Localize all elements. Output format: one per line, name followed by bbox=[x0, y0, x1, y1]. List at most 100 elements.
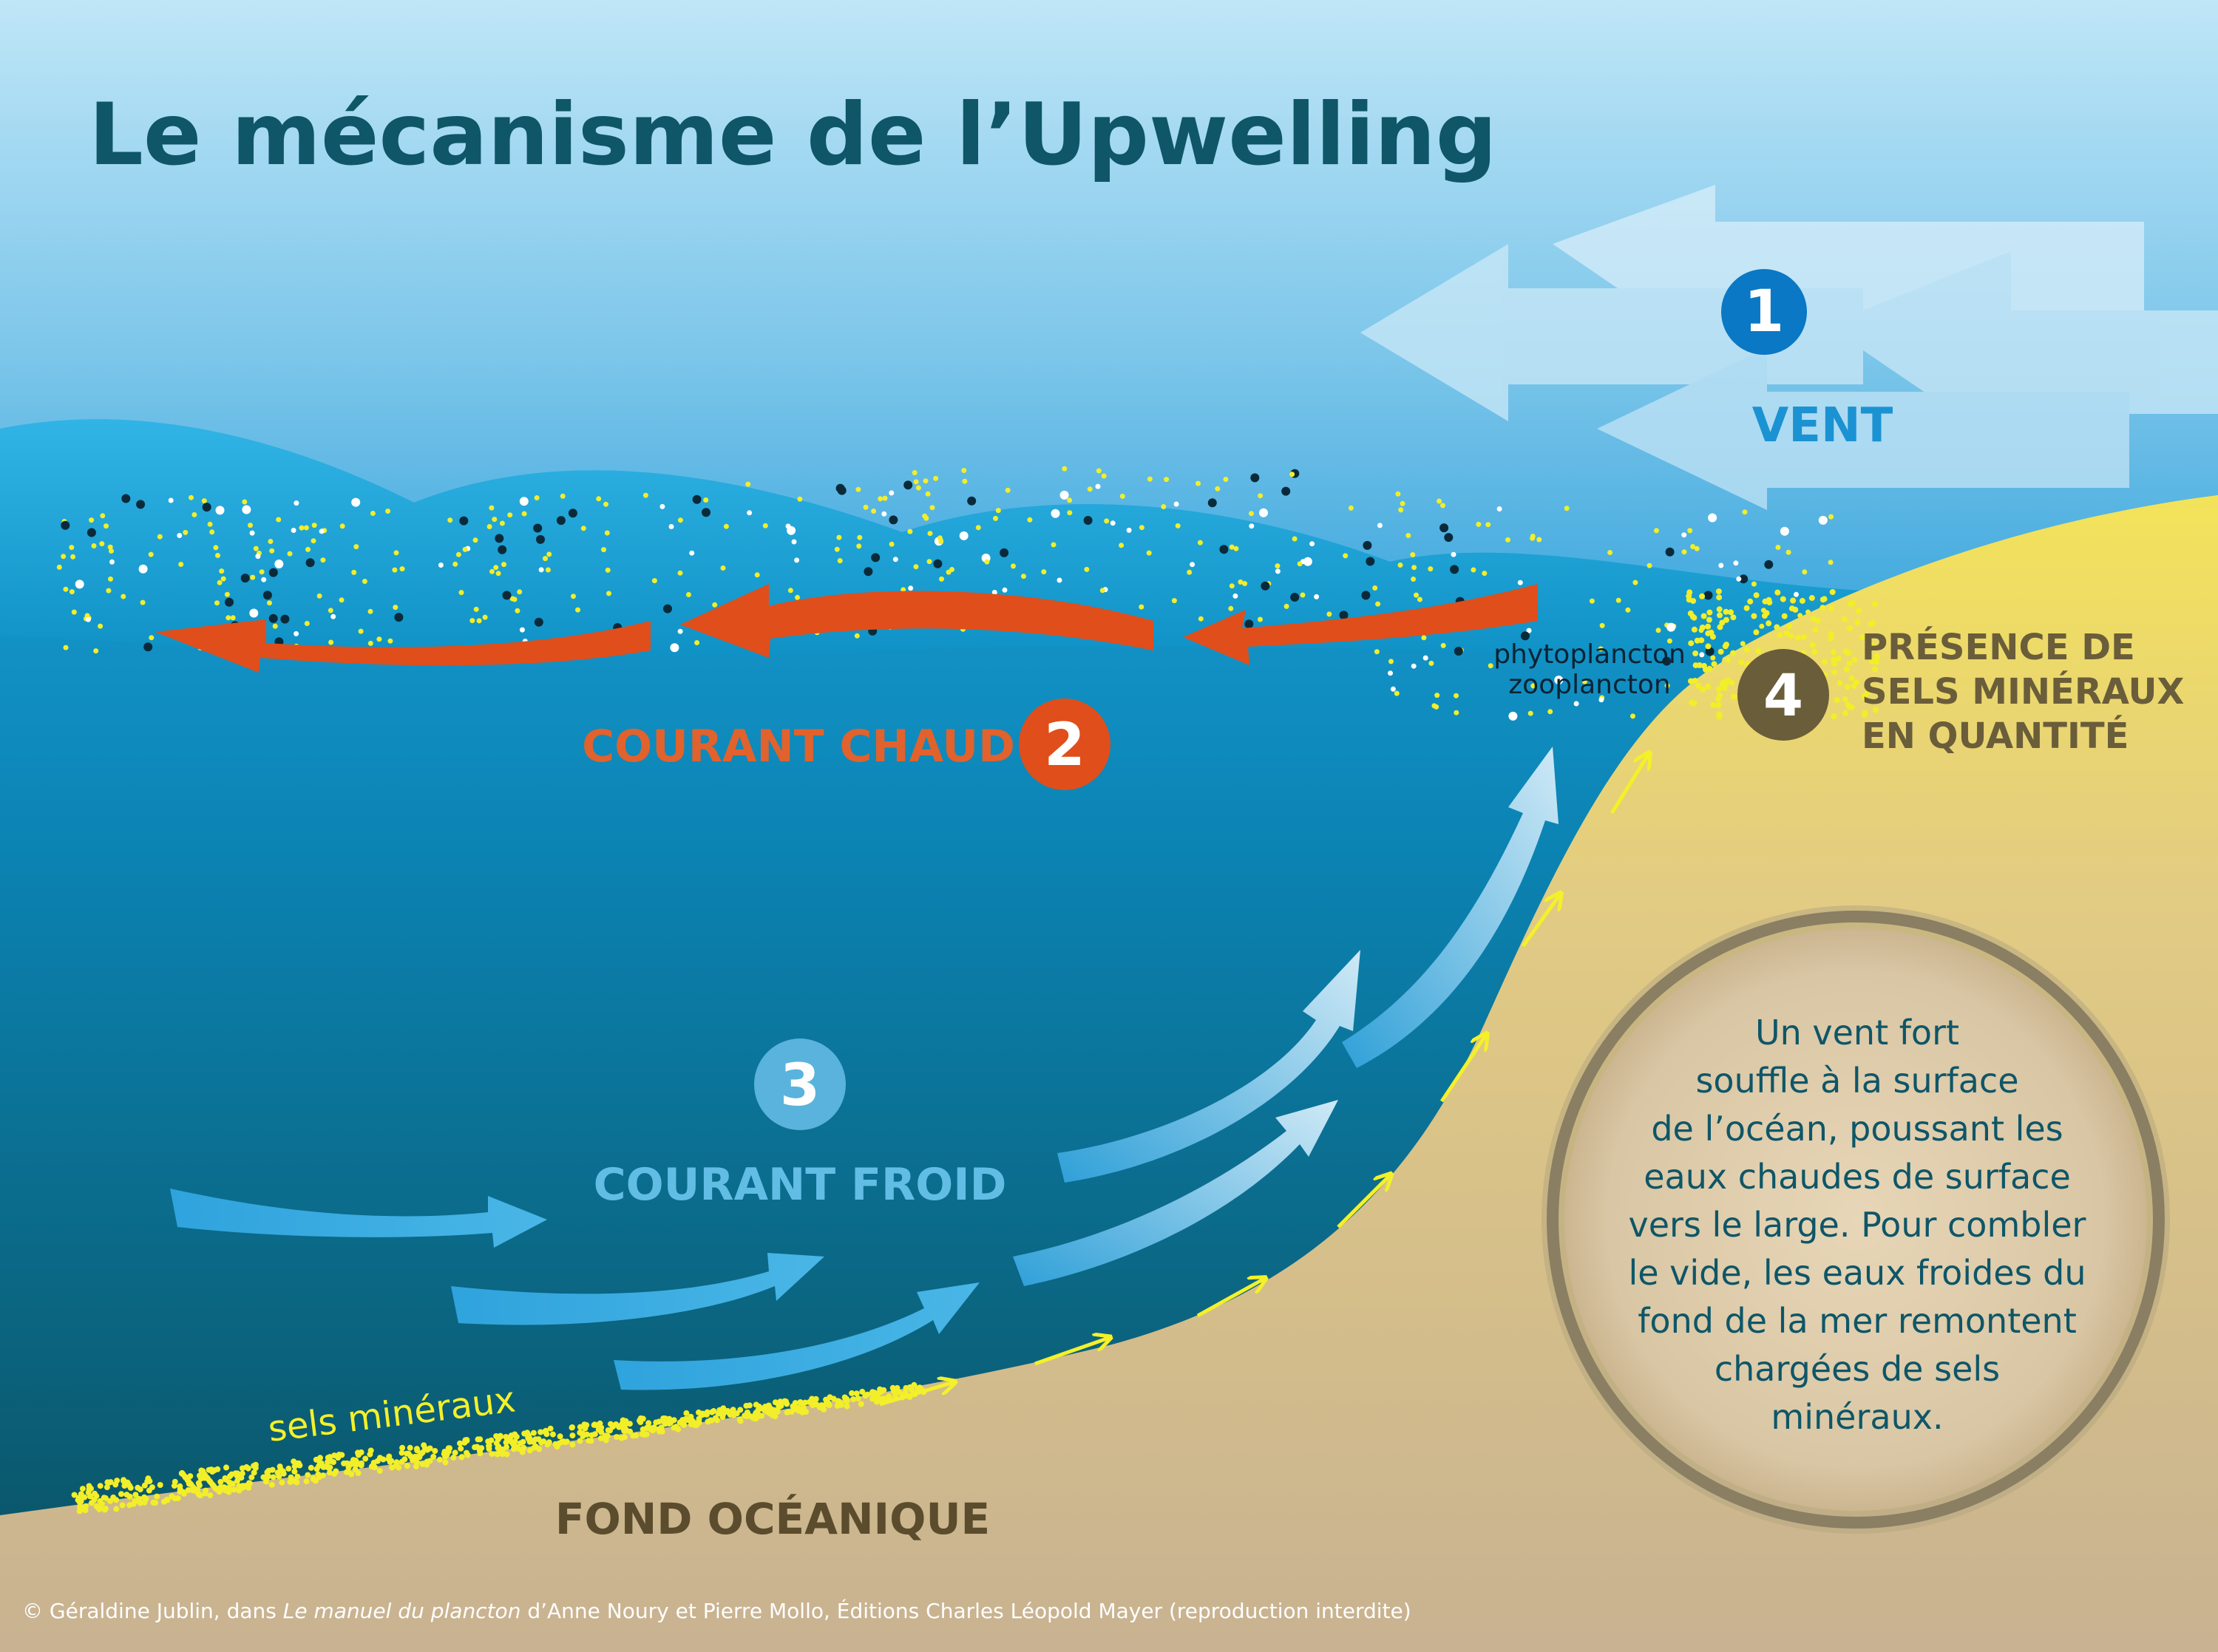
mineral-dot bbox=[1723, 608, 1729, 615]
plankton-dot bbox=[85, 616, 91, 622]
marker-3: 3 bbox=[754, 1039, 846, 1130]
plankton-dot bbox=[1198, 616, 1204, 622]
mineral-dot bbox=[512, 1431, 518, 1438]
plankton-dot bbox=[1000, 548, 1009, 557]
plankton-dot bbox=[1147, 476, 1153, 482]
plankton-dot bbox=[219, 568, 225, 574]
mineral-dot bbox=[305, 1472, 311, 1478]
marker-4-number: 4 bbox=[1763, 663, 1803, 730]
plankton-dot bbox=[519, 627, 525, 633]
plankton-dot bbox=[1398, 507, 1404, 513]
plankton-dot bbox=[353, 544, 359, 550]
plankton-dot bbox=[1454, 647, 1463, 656]
mineral-dot bbox=[242, 1483, 248, 1489]
plankton-dot bbox=[534, 617, 543, 627]
plankton-dot bbox=[220, 576, 226, 582]
mineral-dot bbox=[733, 1410, 740, 1417]
plankton-dot bbox=[1694, 545, 1700, 551]
plankton-dot bbox=[1119, 543, 1125, 548]
plankton-dot bbox=[1818, 515, 1828, 525]
mineral-dot bbox=[248, 1474, 255, 1481]
mineral-dot bbox=[208, 1466, 214, 1473]
plankton-dot bbox=[1197, 540, 1203, 545]
mineral-dot bbox=[720, 1411, 727, 1417]
mineral-dot bbox=[1711, 661, 1717, 667]
plankton-dot bbox=[1681, 532, 1687, 538]
plankton-dot bbox=[217, 579, 223, 585]
mineral-dot bbox=[637, 1418, 642, 1424]
plankton-dot bbox=[109, 559, 115, 565]
mineral-dot bbox=[178, 1470, 185, 1477]
plankton-dot bbox=[108, 576, 113, 582]
plankton-dot bbox=[1733, 560, 1739, 566]
plankton-dot bbox=[387, 638, 393, 644]
plankton-dot bbox=[1607, 550, 1613, 555]
mineral-dot bbox=[262, 1474, 269, 1481]
plankton-dot bbox=[1646, 562, 1652, 568]
plankton-dot bbox=[568, 509, 577, 518]
mineral-dot bbox=[1861, 693, 1868, 699]
mineral-dot bbox=[202, 1490, 208, 1497]
plankton-dot bbox=[1281, 486, 1291, 496]
plankton-dot bbox=[907, 528, 913, 534]
plankton-dot bbox=[1410, 552, 1416, 557]
mineral-dot bbox=[874, 1394, 881, 1401]
mineral-dot bbox=[656, 1426, 662, 1432]
mineral-dot bbox=[1851, 656, 1858, 663]
plankton-dot bbox=[462, 546, 468, 552]
explanation-line-5: vers le large. Pour combler bbox=[1629, 1205, 2086, 1245]
page-title: Le mécanisme de l’Upwelling bbox=[89, 85, 1497, 185]
plankton-dot bbox=[201, 498, 207, 504]
mineral-dot bbox=[1871, 601, 1878, 608]
mineral-dot bbox=[1841, 616, 1848, 622]
plankton-dot bbox=[274, 560, 284, 568]
plankton-dot bbox=[215, 553, 220, 558]
mineral-dot bbox=[1821, 596, 1828, 602]
plankton-dot bbox=[1394, 690, 1400, 696]
plankton-dot bbox=[836, 534, 842, 540]
plankton-dot bbox=[1229, 583, 1235, 589]
plankton-dot bbox=[1554, 676, 1564, 684]
plankton-dot bbox=[762, 523, 768, 528]
plankton-dot bbox=[712, 602, 718, 608]
mineral-dot bbox=[458, 1445, 464, 1452]
mineral-dot bbox=[146, 1487, 152, 1494]
mineral-dot bbox=[752, 1413, 759, 1419]
plankton-dot bbox=[723, 523, 729, 529]
mineral-dot bbox=[1716, 606, 1723, 613]
mineral-dot bbox=[1705, 684, 1712, 690]
mineral-dot bbox=[414, 1447, 421, 1454]
mineral-dot bbox=[442, 1453, 449, 1460]
mineral-dot bbox=[1716, 713, 1723, 720]
mineral-dot bbox=[143, 1495, 149, 1502]
plankton-dot bbox=[1196, 480, 1201, 486]
plankton-dot bbox=[543, 556, 548, 562]
plankton-dot bbox=[213, 545, 219, 551]
plankton-dot bbox=[267, 600, 272, 606]
plankton-dot bbox=[1059, 490, 1069, 500]
mineral-dot bbox=[853, 1390, 860, 1397]
plankton-dot bbox=[299, 525, 305, 531]
marker-2: 2 bbox=[1019, 698, 1110, 790]
plankton-dot bbox=[1289, 472, 1295, 477]
plankton-dot bbox=[854, 633, 860, 639]
mineral-dot bbox=[1859, 634, 1865, 641]
plankton-dot bbox=[1520, 631, 1530, 641]
plankton-dot bbox=[1397, 562, 1403, 568]
plankton-dot bbox=[1041, 569, 1047, 575]
mineral-dot bbox=[333, 1468, 339, 1475]
mineral-dot bbox=[489, 1451, 495, 1458]
mineral-dot bbox=[1747, 598, 1754, 605]
mineral-dot bbox=[668, 1419, 674, 1426]
plankton-dot bbox=[157, 534, 163, 540]
plankton-dot bbox=[473, 606, 479, 612]
plankton-dot bbox=[1164, 477, 1170, 483]
marker-4: 4 bbox=[1737, 649, 1829, 741]
plankton-dot bbox=[507, 512, 513, 518]
mineral-dot bbox=[1692, 678, 1698, 684]
plankton-dot bbox=[268, 568, 278, 577]
mineral-dot bbox=[880, 1396, 886, 1402]
mineral-dot bbox=[778, 1403, 784, 1409]
plankton-dot bbox=[1759, 623, 1765, 629]
plankton-dot bbox=[1444, 533, 1454, 543]
